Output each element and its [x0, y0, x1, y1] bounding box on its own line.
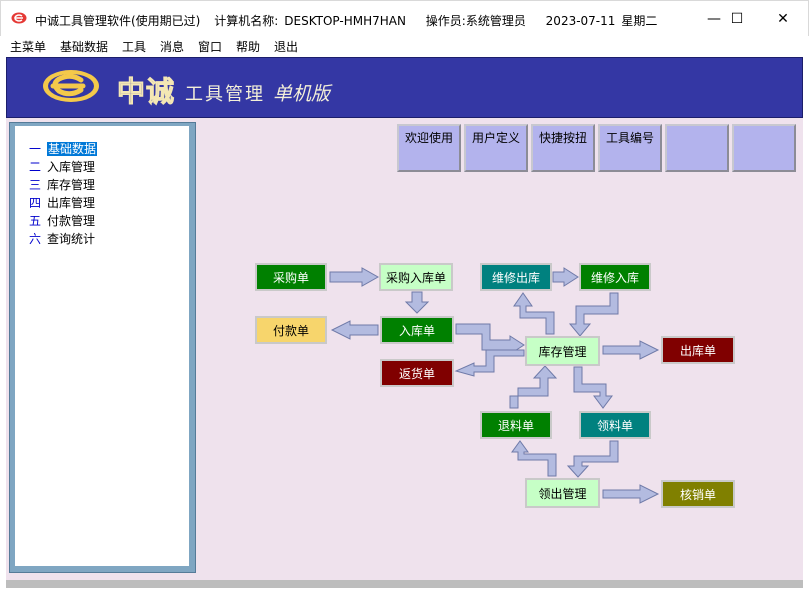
purchase-order-button[interactable]: 采购单	[255, 263, 327, 291]
nav-label: 查询统计	[47, 232, 96, 246]
nav-label: 库存管理	[47, 178, 96, 192]
maximize-button[interactable]: ☐	[714, 1, 760, 37]
menu-bar: 主菜单 基础数据 工具 消息 窗口 帮助 退出	[0, 36, 809, 56]
repair-in-button[interactable]: 维修入库	[579, 263, 651, 291]
material-requisition-button[interactable]: 领料单	[579, 411, 651, 439]
operator-name: 系统管理员	[465, 14, 526, 28]
sidebar-item-outbound[interactable]: 四出库管理	[29, 194, 97, 212]
window-title: 中诚工具管理软件(使用期已过) 计算机名称: DESKTOP-HMH7HAN 操作…	[35, 12, 667, 29]
inbound-order-button[interactable]: 入库单	[380, 316, 454, 344]
bottom-scrollbar[interactable]	[6, 580, 803, 588]
tool-number-button[interactable]: 工具编号	[598, 124, 662, 172]
current-weekday: 星期二	[621, 14, 658, 28]
nav-number: 四	[29, 196, 42, 210]
nav-number: 三	[29, 178, 42, 192]
arrow-repair-in-to-inventory	[568, 292, 619, 337]
nav-number: 六	[29, 232, 42, 246]
repair-out-button[interactable]: 维修出库	[480, 263, 552, 291]
minimize-icon: —	[707, 11, 721, 27]
edition-label: 单机版	[273, 83, 331, 105]
payment-order-button[interactable]: 付款单	[255, 316, 327, 344]
sidebar-item-query[interactable]: 六查询统计	[29, 230, 97, 248]
operator-label: 操作员:	[425, 14, 466, 28]
requisition-management-button[interactable]: 领出管理	[525, 478, 600, 508]
brand-subtitle: 工具管理	[185, 84, 265, 105]
blank-toolbar-button-1[interactable]	[665, 124, 729, 172]
menu-main[interactable]: 主菜单	[10, 40, 47, 54]
sidebar-panel	[15, 126, 189, 566]
sidebar-item-payment[interactable]: 五付款管理	[29, 212, 97, 230]
outbound-order-button[interactable]: 出库单	[661, 336, 735, 364]
menu-messages[interactable]: 消息	[160, 40, 185, 54]
blank-toolbar-button-2[interactable]	[732, 124, 796, 172]
title-bar: 中诚工具管理软件(使用期已过) 计算机名称: DESKTOP-HMH7HAN 操作…	[0, 0, 809, 36]
arrow-material-return-to-inventory	[509, 365, 558, 409]
computer-label: 计算机名称:	[214, 14, 279, 28]
shortcut-button[interactable]: 快捷按扭	[531, 124, 595, 172]
menu-tools[interactable]: 工具	[122, 40, 147, 54]
nav-label: 付款管理	[47, 214, 96, 228]
arrow-requisition-mgmt-to-return	[511, 440, 557, 477]
nav-label: 入库管理	[47, 160, 96, 174]
arrow-to-write-off	[602, 484, 660, 504]
minimize-button[interactable]: —	[691, 1, 737, 37]
arrow-requisition-to-mgmt	[566, 440, 619, 478]
arrow-purchase-to-inbound	[329, 267, 380, 287]
current-date: 2023-07-11	[545, 14, 616, 28]
nav-number: 二	[29, 160, 42, 174]
header-banner: 中诚 工具管理 单机版	[6, 57, 803, 118]
app-title: 中诚工具管理软件(使用期已过)	[35, 14, 201, 28]
inventory-management-button[interactable]: 库存管理	[525, 336, 600, 366]
arrow-inventory-to-outbound	[602, 340, 660, 360]
nav-label: 出库管理	[47, 196, 96, 210]
material-return-button[interactable]: 退料单	[480, 411, 552, 439]
arrow-to-payment	[330, 320, 379, 340]
nav-number: 一	[29, 142, 42, 156]
sidebar-item-inbound[interactable]: 二入库管理	[29, 158, 97, 176]
nav-number: 五	[29, 214, 42, 228]
sidebar-nav: 一基础数据 二入库管理 三库存管理 四出库管理 五付款管理 六查询统计	[29, 140, 98, 248]
sidebar-item-inventory[interactable]: 三库存管理	[29, 176, 97, 194]
menu-window[interactable]: 窗口	[198, 40, 223, 54]
menu-help[interactable]: 帮助	[236, 40, 261, 54]
maximize-icon: ☐	[730, 11, 744, 27]
purchase-inbound-button[interactable]: 采购入库单	[379, 263, 453, 291]
brand-name: 中诚	[116, 75, 176, 109]
welcome-button[interactable]: 欢迎使用	[397, 124, 461, 172]
menu-exit[interactable]: 退出	[274, 40, 299, 54]
close-button[interactable]: ✕	[760, 1, 806, 37]
arrow-inventory-to-repair-out	[513, 292, 555, 335]
nav-label: 基础数据	[47, 142, 98, 156]
write-off-button[interactable]: 核销单	[661, 480, 735, 508]
menu-basic-data[interactable]: 基础数据	[60, 40, 109, 54]
brand-e-logo-icon	[43, 70, 99, 102]
arrow-repair-out-to-in	[552, 267, 579, 287]
computer-name: DESKTOP-HMH7HAN	[284, 14, 406, 28]
close-icon: ✕	[777, 11, 789, 27]
arrow-inventory-to-requisition	[573, 366, 613, 409]
app-logo-icon	[11, 12, 27, 24]
sidebar-item-basic-data[interactable]: 一基础数据	[29, 140, 98, 158]
arrow-inventory-to-return	[454, 349, 525, 377]
user-defined-button[interactable]: 用户定义	[464, 124, 528, 172]
return-goods-button[interactable]: 返货单	[380, 359, 454, 387]
arrow-purchase-inbound-down	[404, 291, 430, 314]
